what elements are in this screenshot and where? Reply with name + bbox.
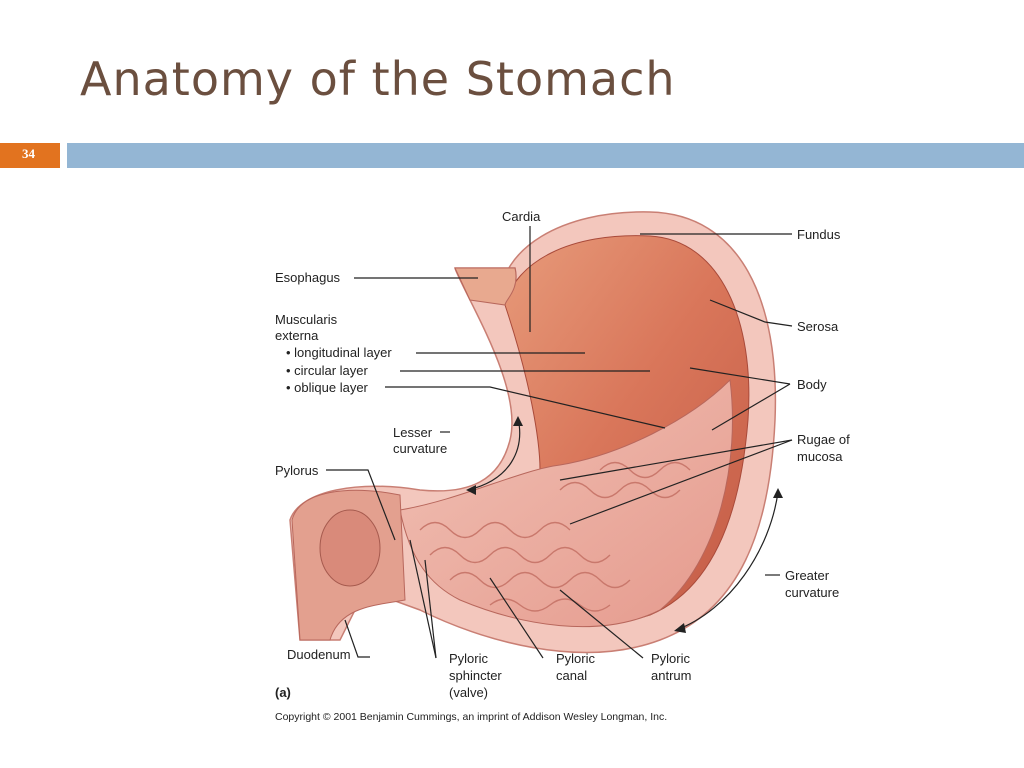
lesser-arrowhead-bottom — [466, 485, 476, 495]
label-rugae-1: Rugae of — [797, 432, 850, 447]
label-canal-1: Pyloric — [556, 651, 596, 666]
label-sphincter-2: sphincter — [449, 668, 502, 683]
greater-curvature-arrow — [675, 491, 779, 631]
leader-lines — [326, 226, 793, 659]
label-fundus: Fundus — [797, 227, 841, 242]
label-longitudinal-layer: • longitudinal layer — [286, 345, 392, 360]
label-sphincter-1: Pyloric — [449, 651, 489, 666]
greater-arrowhead-bottom — [674, 623, 686, 633]
label-pylorus: Pylorus — [275, 463, 319, 478]
label-canal-2: canal — [556, 668, 587, 683]
esophagus-shape — [454, 267, 517, 306]
label-serosa: Serosa — [797, 319, 839, 334]
lesser-curvature-arrow — [467, 417, 521, 491]
label-muscularis-2: externa — [275, 328, 319, 343]
pyloric-opening — [319, 509, 381, 587]
copyright-text: Copyright © 2001 Benjamin Cummings, an i… — [275, 711, 667, 723]
label-body: Body — [797, 377, 827, 392]
header-bar — [67, 143, 1024, 168]
lesser-arrowhead-top — [513, 416, 523, 426]
label-circular-layer: • circular layer — [286, 363, 369, 378]
label-oblique-layer: • oblique layer — [286, 380, 369, 395]
slide-title: Anatomy of the Stomach — [80, 52, 676, 106]
greater-arrowhead-top — [773, 488, 783, 498]
label-esophagus: Esophagus — [275, 270, 341, 285]
label-duodenum: Duodenum — [287, 647, 351, 662]
label-antrum-2: antrum — [651, 668, 691, 683]
label-rugae-2: mucosa — [797, 449, 843, 464]
label-antrum-1: Pyloric — [651, 651, 691, 666]
label-cardia: Cardia — [502, 209, 541, 224]
label-greater-1: Greater — [785, 568, 830, 583]
rugae-folds — [419, 461, 691, 612]
label-lesser-2: curvature — [393, 441, 447, 456]
label-greater-2: curvature — [785, 585, 839, 600]
label-lesser-1: Lesser — [393, 425, 433, 440]
label-muscularis-1: Muscularis — [275, 312, 338, 327]
stomach-mucosa — [399, 378, 733, 628]
label-panel: (a) — [275, 685, 291, 700]
slide-number-box — [0, 143, 60, 168]
slide-number: 34 — [22, 146, 35, 161]
label-sphincter-3: (valve) — [449, 685, 488, 700]
